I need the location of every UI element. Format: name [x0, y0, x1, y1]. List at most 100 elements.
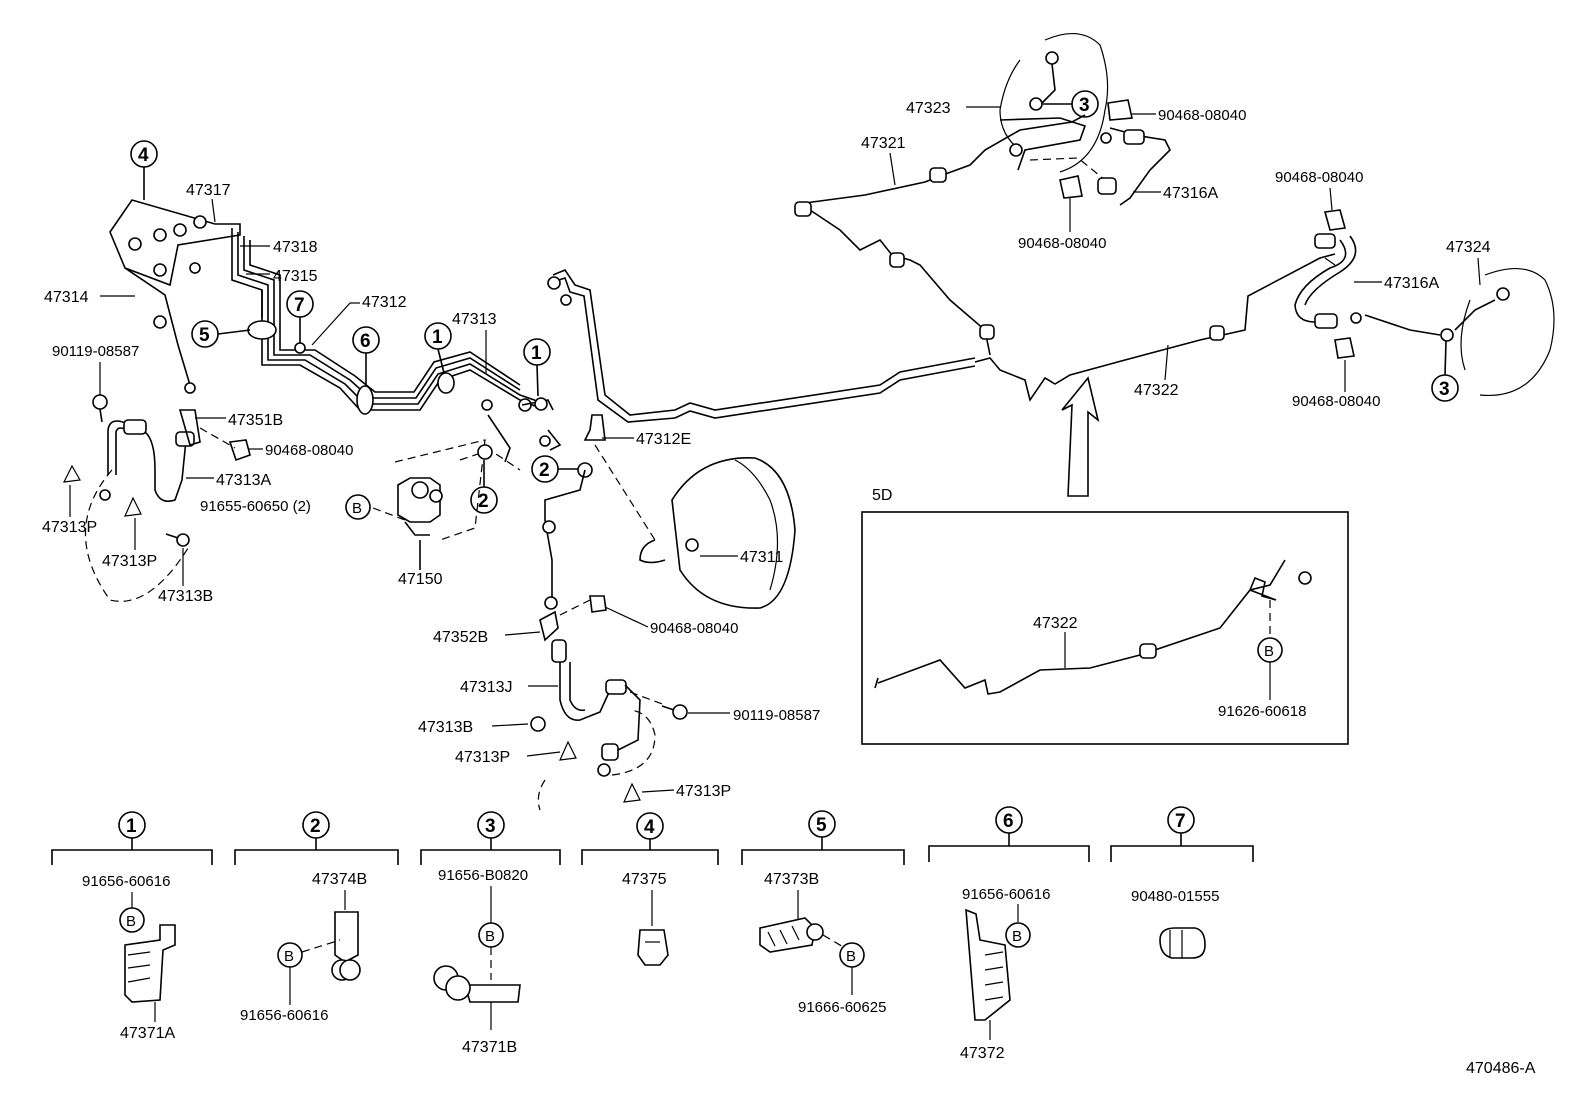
label-47352B: 47352B: [433, 629, 488, 646]
legend-7-part: 90480-01555: [1131, 888, 1219, 905]
inset-part-label: 47322: [1033, 615, 1078, 632]
label-47321: 47321: [861, 135, 906, 152]
callout-1a-main: 1: [424, 322, 452, 374]
label-47313P-a: 47313P: [42, 519, 97, 536]
legend-item-5: 5 47373B B 91666-60625: [741, 810, 905, 1016]
label-90468-e: 90468-08040: [1275, 169, 1363, 186]
label-90468-a: 90468-08040: [265, 442, 353, 459]
svg-text:5: 5: [816, 815, 827, 836]
svg-text:2: 2: [310, 816, 321, 837]
label-91655: 91655-60650 (2): [200, 498, 311, 515]
svg-text:3: 3: [1439, 379, 1450, 400]
legend-5-part: 47373B: [764, 871, 819, 888]
label-47323: 47323: [906, 100, 951, 117]
callout-5-main: 5: [191, 320, 251, 348]
rear-right-wheel: [1209, 209, 1555, 397]
legend-3-bolt-part: 91656-B0820: [438, 867, 528, 884]
label-47150: 47150: [398, 571, 443, 588]
inset-title: 5D: [872, 487, 892, 504]
legend-row: 1 91656-60616 B 47371A 2 47374B B 91656-…: [51, 806, 1254, 1062]
label-90119-b: 90119-08587: [733, 707, 820, 724]
legend-2-part: 47374B: [312, 871, 367, 888]
inset-bolt-symbol: B: [1264, 643, 1274, 660]
legend-5-bolt-part: 91666-60625: [798, 999, 886, 1016]
label-47313B-b: 47313B: [418, 719, 473, 736]
label-47313J: 47313J: [460, 679, 513, 696]
rear-left-wheel: [999, 33, 1171, 206]
diagram-id: 470486-A: [1466, 1060, 1536, 1077]
legend-3-part: 47371B: [462, 1039, 517, 1056]
svg-text:1: 1: [531, 343, 542, 364]
rear-line-center: [547, 253, 1336, 423]
legend-item-3: 3 91656-B0820 B 47371B: [420, 811, 561, 1056]
label-90119-a: 90119-08587: [52, 343, 139, 360]
legend-1-bolt-part: 91656-60616: [82, 873, 170, 890]
label-47316A-b: 47316A: [1384, 275, 1439, 292]
callout-2b-main: 2: [531, 455, 578, 483]
label-47351B: 47351B: [228, 412, 283, 429]
svg-text:B: B: [284, 948, 294, 965]
label-47313A: 47313A: [216, 472, 271, 489]
legend-item-6: 6 91656-60616 B 47372: [928, 806, 1090, 1062]
svg-text:3: 3: [485, 816, 496, 837]
callout-3a-main: 3: [1043, 90, 1099, 118]
label-47315: 47315: [273, 268, 318, 285]
label-47311: 47311: [740, 549, 783, 566]
label-47316A-a: 47316A: [1163, 185, 1218, 202]
right-front-flex-hose: [530, 595, 688, 811]
label-90468-f: 90468-08040: [1292, 393, 1380, 410]
label-90468-c: 90468-08040: [1158, 107, 1246, 124]
label-47314: 47314: [44, 289, 89, 306]
svg-text:5: 5: [199, 325, 210, 346]
label-47318: 47318: [273, 239, 318, 256]
svg-text:1: 1: [432, 327, 443, 348]
svg-text:B: B: [846, 948, 856, 965]
svg-text:3: 3: [1079, 95, 1090, 116]
svg-text:B: B: [1012, 928, 1022, 945]
rear-left-line: [794, 114, 1086, 356]
label-47324: 47324: [1446, 239, 1491, 256]
label-47312E: 47312E: [636, 431, 691, 448]
svg-text:2: 2: [539, 460, 550, 481]
svg-text:4: 4: [138, 145, 149, 166]
label-47313B-a: 47313B: [158, 588, 213, 605]
callouts-main: 4 5 7 6 1 1 2 2 3 3: [130, 90, 1459, 514]
svg-text:7: 7: [294, 295, 305, 316]
label-90468-b: 90468-08040: [650, 620, 738, 637]
svg-text:1: 1: [126, 816, 137, 837]
brake-booster: [518, 397, 796, 610]
callout-2a-main: 2: [470, 460, 498, 514]
svg-text:4: 4: [644, 817, 655, 838]
svg-text:6: 6: [1003, 811, 1014, 832]
hard-lines-left: [124, 228, 541, 415]
inset-arrow: [1061, 376, 1100, 497]
legend-1-part: 47371A: [120, 1025, 175, 1042]
label-47313P-c: 47313P: [455, 749, 510, 766]
label-47322: 47322: [1134, 382, 1179, 399]
callout-7-main: 7: [286, 290, 314, 343]
proportioning-valve: [372, 399, 521, 570]
callout-3b-main: 3: [1431, 340, 1459, 402]
inset-bolt-part: 91626-60618: [1218, 703, 1306, 720]
svg-text:B: B: [352, 500, 362, 517]
left-flex-hose: [62, 394, 251, 602]
svg-text:B: B: [485, 928, 495, 945]
label-47312: 47312: [362, 294, 407, 311]
callout-6-main: 6: [352, 326, 380, 386]
callout-1b-main: 1: [523, 338, 551, 397]
legend-4-part: 47375: [622, 871, 667, 888]
legend-item-1: 1 91656-60616 B 47371A: [51, 811, 213, 1042]
svg-text:B: B: [126, 913, 136, 930]
legend-6-bolt-part: 91656-60616: [962, 886, 1050, 903]
legend-6-part: 47372: [960, 1045, 1005, 1062]
label-90468-d: 90468-08040: [1018, 235, 1106, 252]
front-left-bracket: [109, 199, 241, 287]
svg-text:7: 7: [1175, 811, 1186, 832]
legend-item-4: 4 47375: [581, 812, 719, 966]
callout-4-main: 4: [130, 140, 158, 200]
inset-5d: 5D 47322 B 91626-60618: [861, 487, 1349, 745]
label-47313P-b: 47313P: [102, 553, 157, 570]
label-47313P-d: 47313P: [676, 783, 731, 800]
legend-item-2: 2 47374B B 91656-60616: [234, 811, 399, 1024]
